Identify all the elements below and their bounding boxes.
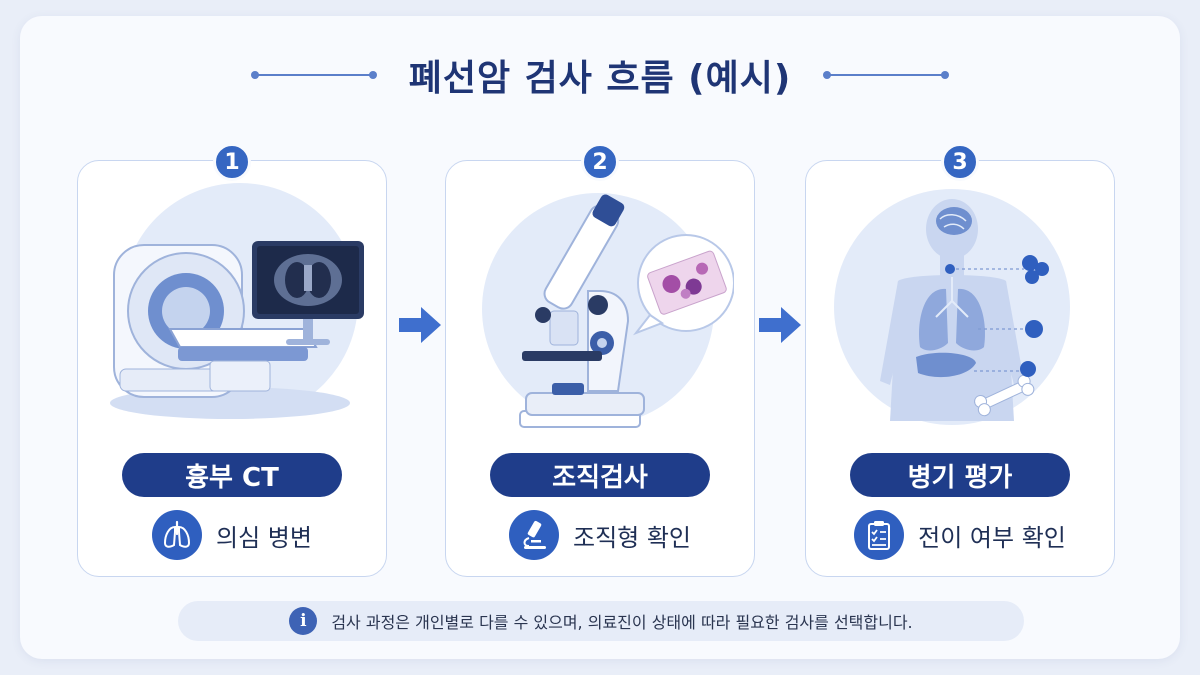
body-metastasis-illustration: [834, 189, 1070, 425]
step-number: 1: [213, 143, 251, 181]
step-detail: 전이 여부 확인: [806, 509, 1114, 561]
info-note-text: 검사 과정은 개인별로 다를 수 있으며, 의료진이 상태에 따라 필요한 검사…: [331, 613, 913, 632]
step-detail: 조직형 확인: [446, 509, 754, 561]
arrow-right-icon: [759, 307, 801, 343]
arrow-right-icon: [399, 307, 441, 343]
step-detail-text: 조직형 확인: [572, 523, 692, 552]
title-row: 폐선암 검사 흐름 (예시): [0, 50, 1200, 100]
title-rule-left: [250, 71, 377, 79]
title-rule-right: [823, 71, 950, 79]
step-card-staging: 3: [805, 143, 1115, 577]
lungs-icon: [152, 510, 203, 560]
microscope-illustration: [482, 193, 734, 428]
step-number: 2: [581, 143, 619, 181]
step-label: 병기 평가: [850, 453, 1070, 497]
clipboard-icon: [854, 510, 905, 560]
info-note: i 검사 과정은 개인별로 다를 수 있으며, 의료진이 상태에 따라 필요한 …: [178, 601, 1024, 641]
step-detail-text: 전이 여부 확인: [918, 523, 1066, 552]
microscope-icon: [508, 510, 559, 560]
step-label: 흉부 CT: [122, 453, 342, 497]
step-detail: 의심 병변: [78, 509, 386, 561]
page-title: 폐선암 검사 흐름 (예시): [408, 58, 792, 99]
step-number: 3: [941, 143, 979, 181]
ct-scanner-illustration: [110, 183, 364, 419]
step-detail-text: 의심 병변: [216, 523, 312, 552]
step-card-ct: 1 흉부 CT 의심 병변: [77, 143, 387, 577]
info-icon: i: [289, 607, 318, 635]
step-label: 조직검사: [490, 453, 710, 497]
step-card-biopsy: 2 조직검사: [445, 143, 755, 577]
